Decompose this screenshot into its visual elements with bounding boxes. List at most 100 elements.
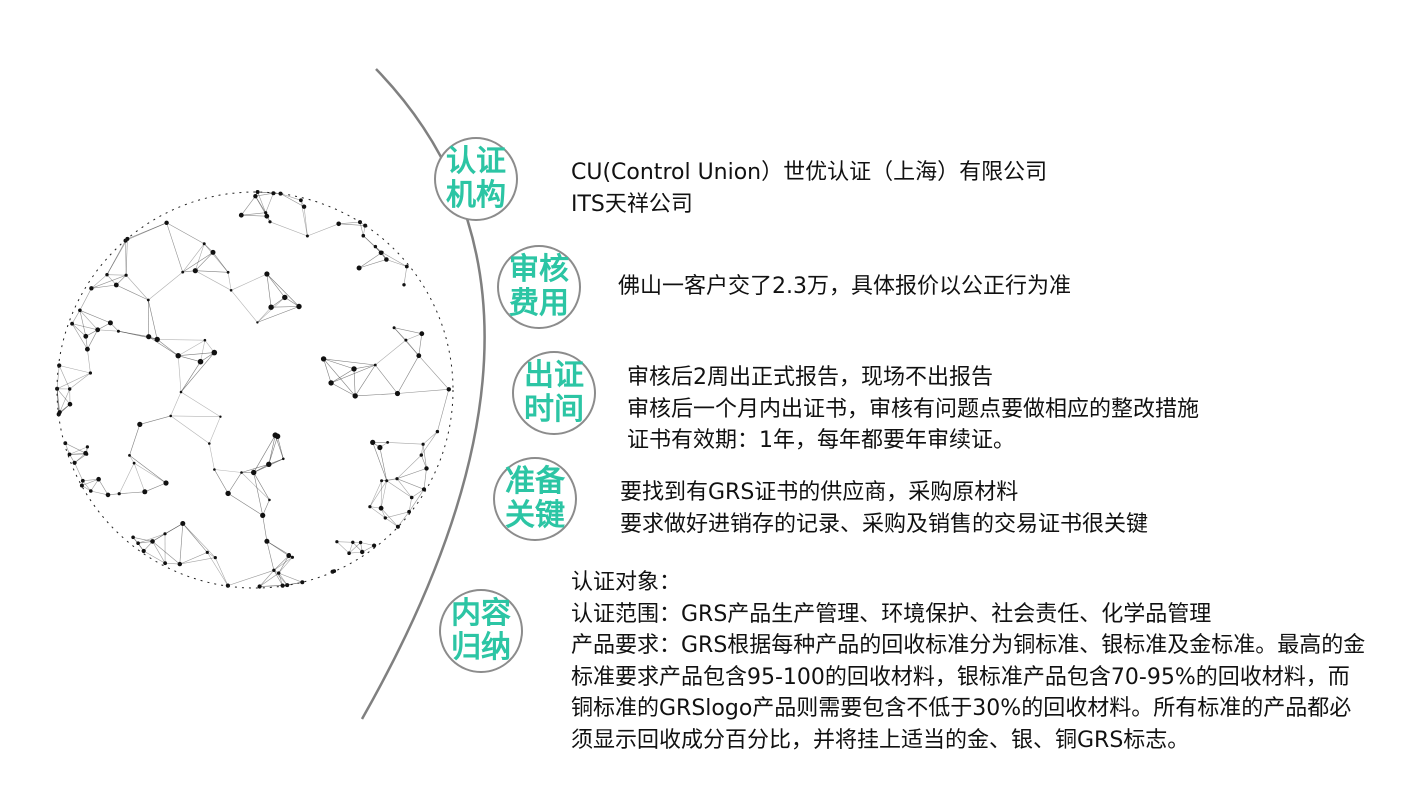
sphere-edge	[336, 541, 353, 543]
sphere-node	[320, 356, 327, 362]
sphere-edge	[180, 352, 215, 393]
sphere-node	[202, 242, 206, 246]
sphere-edge	[405, 333, 422, 341]
sphere-edge	[270, 297, 285, 308]
sphere-edge	[79, 310, 111, 324]
sphere-edge	[91, 274, 108, 289]
sphere-edge	[82, 478, 99, 482]
sphere-edge	[227, 272, 232, 291]
sphere-edge	[418, 355, 450, 390]
sphere-edge	[266, 273, 286, 298]
sphere-edge	[59, 365, 91, 374]
sphere-edge	[215, 557, 229, 586]
sphere-node	[105, 492, 111, 498]
sphere-edge	[348, 542, 361, 554]
sphere-edge	[253, 472, 263, 516]
sphere-node	[146, 298, 150, 302]
section-node-preparation-key: 准备 关键	[493, 457, 577, 541]
sphere-edge	[125, 274, 149, 301]
sphere-edge	[178, 339, 206, 356]
sphere-edge	[148, 336, 179, 356]
sphere-edge	[381, 478, 398, 482]
sphere-node	[219, 415, 222, 418]
sphere-edge	[255, 192, 274, 197]
sphere-edge	[423, 468, 427, 490]
sphere-node	[264, 271, 270, 277]
sphere-node	[57, 363, 62, 368]
sphere-edge	[203, 243, 229, 273]
sphere-edge	[227, 570, 274, 586]
sphere-node	[257, 584, 262, 589]
sphere-edge	[90, 479, 99, 492]
sphere-edge	[418, 333, 423, 356]
text-line: CU(Control Union）世优认证（上海）有限公司	[571, 160, 1048, 185]
text-line: 审核后2周出正式报告，现场不出报告	[627, 365, 993, 390]
sphere-node	[347, 551, 351, 555]
sphere-edge	[69, 372, 91, 390]
sphere-node	[407, 509, 411, 514]
sphere-edge	[330, 364, 376, 384]
sphere-edge	[170, 391, 182, 417]
sphere-edge	[170, 415, 210, 444]
sphere-node	[370, 439, 376, 445]
sphere-node	[213, 468, 216, 471]
sphere-node	[360, 549, 365, 555]
sphere-edge	[259, 572, 279, 587]
sphere-edge	[106, 274, 127, 276]
sphere-edge	[386, 478, 398, 481]
sphere-edge	[69, 452, 86, 455]
sphere-node	[175, 353, 181, 359]
sphere-edge	[133, 462, 167, 484]
text-line: 证书有效期：1年，每年都要年审续证。	[627, 428, 1015, 453]
sphere-node	[409, 495, 414, 500]
sphere-node	[378, 505, 384, 511]
sphere-edge	[227, 493, 263, 516]
sphere-edge	[241, 464, 269, 473]
sphere-node	[285, 583, 290, 588]
sphere-edge	[118, 462, 135, 494]
sphere-edge	[268, 435, 276, 465]
text-line: 要找到有GRS证书的供应商，采购原材料	[620, 480, 1019, 505]
sphere-edge	[421, 444, 424, 456]
sphere-edge	[106, 238, 128, 275]
sphere-edge	[338, 221, 361, 225]
sphere-node	[57, 410, 62, 415]
sphere-edge	[182, 252, 214, 273]
sphere-edge	[195, 270, 232, 291]
sphere-node	[287, 553, 291, 557]
sphere-edge	[79, 288, 92, 311]
sphere-edge	[273, 570, 288, 586]
sphere-edge	[209, 443, 215, 470]
sphere-node	[164, 220, 169, 225]
sphere-edge	[266, 273, 272, 308]
sphere-node	[421, 487, 427, 492]
sphere-node	[226, 270, 230, 274]
sphere-edge	[56, 388, 71, 405]
sphere-edge	[369, 506, 386, 519]
sphere-edge	[119, 491, 145, 494]
sphere-node	[352, 393, 358, 399]
sphere-edge	[133, 462, 146, 492]
sphere-edge	[257, 306, 272, 323]
sphere-node	[395, 477, 399, 481]
sphere-edge	[71, 323, 88, 350]
section-text-issue-time: 审核后2周出正式报告，现场不出报告 审核后一个月内出证书，审核有问题点要做相应的…	[627, 362, 1199, 457]
sphere-edge	[227, 472, 242, 494]
sphere-edge	[69, 446, 88, 455]
sphere-node	[372, 543, 377, 548]
sphere-edge	[422, 444, 427, 469]
sphere-edge	[209, 416, 221, 444]
sphere-node	[132, 461, 136, 465]
sphere-outline	[56, 191, 454, 589]
sphere-node	[70, 321, 74, 326]
sphere-node	[211, 349, 218, 356]
text-line: 认证范围：GRS产品生产管理、环境保护、社会责任、化学品管理	[571, 601, 1212, 627]
section-text-certification-body: CU(Control Union）世优认证（上海）有限公司 ITS天祥公司	[571, 157, 1047, 220]
sphere-node	[128, 454, 131, 457]
sphere-node	[131, 535, 135, 540]
sphere-edge	[323, 358, 376, 366]
sphere-edge	[257, 306, 300, 323]
sphere-node	[280, 583, 285, 588]
text-line: ITS天祥公司	[571, 191, 693, 217]
sphere-node	[377, 444, 383, 451]
